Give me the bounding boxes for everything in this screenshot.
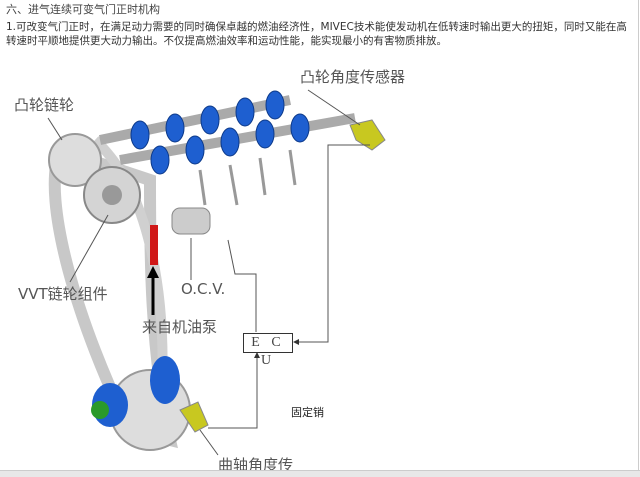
oil-feed-pipe bbox=[150, 225, 158, 265]
page-border bbox=[638, 0, 639, 470]
ocv-valve bbox=[171, 207, 211, 235]
label-cam-angle-sensor: 凸轮角度传感器 bbox=[300, 68, 406, 86]
label-crank-angle-sensor: 曲轴角度传 bbox=[218, 456, 294, 474]
label-ocv: O.C.V. bbox=[181, 280, 226, 298]
label-vvt-sprocket-assembly: VVT链轮组件 bbox=[18, 285, 108, 303]
ecu-box: E C U bbox=[243, 333, 293, 368]
label-fixed-pin: 固定销 bbox=[291, 406, 324, 419]
bottom-bar bbox=[0, 470, 640, 477]
intake-camshaft bbox=[119, 113, 356, 175]
label-cam-sprocket: 凸轮链轮 bbox=[14, 96, 75, 114]
valves bbox=[198, 149, 297, 206]
body-paragraph: 1.可改变气门正时，在满足动力需要的同时确保卓越的燃油经济性，MIVEC技术能使… bbox=[6, 21, 627, 47]
crank-angle-sensor bbox=[179, 401, 209, 433]
signal-lines bbox=[208, 144, 370, 429]
label-from-oil-pump: 来自机油泵 bbox=[142, 318, 218, 336]
cam-sprocket bbox=[48, 133, 102, 187]
exhaust-camshaft bbox=[98, 90, 292, 150]
cam-angle-sensor bbox=[349, 119, 386, 151]
section-title: 六、进气连续可变气门正时机构 bbox=[6, 3, 160, 16]
